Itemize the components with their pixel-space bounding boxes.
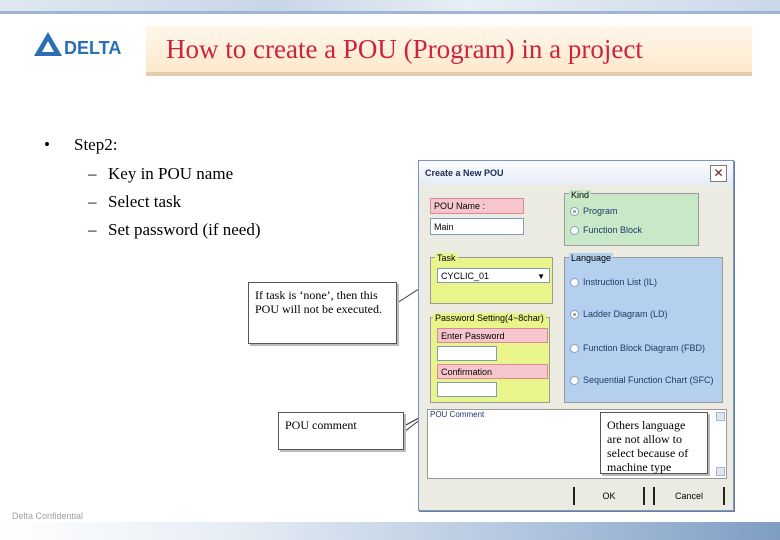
pou-comment-callout: POU comment [278, 412, 404, 450]
task-group: Task CYCLIC_01 ▼ [430, 253, 553, 304]
dialog-title: Create a New POU [425, 168, 504, 178]
language-fbd-label: Function Block Diagram (FBD) [583, 343, 706, 353]
sub-dash: – [88, 220, 97, 239]
pou-comment-label: POU Comment [430, 410, 485, 419]
sub-item-pou-name: Key in POU name [108, 164, 234, 183]
ok-button[interactable]: OK [573, 487, 645, 505]
language-group: Language Instruction List (IL) Ladder Di… [564, 253, 723, 403]
cancel-button[interactable]: Cancel [653, 487, 725, 505]
language-sfc-label: Sequential Function Chart (SFC) [583, 375, 714, 385]
scroll-down-icon[interactable] [716, 467, 725, 476]
language-ld-label: Ladder Diagram (LD) [583, 309, 668, 319]
language-restriction-note: Others language are not allow to select … [607, 418, 689, 474]
pou-name-label: POU Name : [430, 198, 524, 214]
task-select[interactable]: CYCLIC_01 ▼ [437, 268, 550, 283]
step-heading: Step2: [74, 135, 118, 154]
language-group-label: Language [569, 253, 614, 264]
pou-comment-note: POU comment [285, 418, 357, 432]
task-none-callout: If task is ‘none’, then this POU will no… [248, 282, 397, 344]
confirmation-input[interactable] [437, 382, 497, 397]
close-icon[interactable]: ✕ [710, 165, 727, 182]
task-none-note: If task is ‘none’, then this POU will no… [255, 288, 382, 316]
language-restriction-callout: Others language are not allow to select … [600, 412, 708, 474]
svg-text:DELTA: DELTA [64, 38, 121, 58]
kind-program-label: Program [583, 206, 618, 216]
kind-function-block-label: Function Block [583, 225, 643, 235]
language-il-radio[interactable] [570, 278, 579, 287]
task-group-label: Task [435, 253, 458, 264]
bottom-decor-band [0, 522, 780, 540]
language-il-label: Instruction List (IL) [583, 277, 658, 287]
confidential-footer: Delta Confidential [12, 511, 84, 521]
pou-name-input[interactable]: Main [430, 218, 524, 235]
task-select-value: CYCLIC_01 [441, 271, 490, 281]
sub-item-select-task: Select task [108, 192, 182, 211]
delta-logo: DELTA [30, 26, 140, 64]
kind-program-radio[interactable] [570, 207, 579, 216]
language-ld-radio[interactable] [570, 310, 579, 319]
sub-item-password: Set password (if need) [108, 220, 261, 239]
kind-group-label: Kind [569, 190, 592, 201]
enter-password-label: Enter Password [437, 328, 548, 343]
kind-group: Kind Program Function Block [564, 190, 699, 246]
password-group-label: Password Setting(4~8char) [433, 313, 546, 324]
top-decor-band [0, 0, 780, 14]
chevron-down-icon: ▼ [537, 272, 545, 281]
slide-title-box: How to create a POU (Program) in a proje… [146, 26, 752, 76]
dialog-titlebar: Create a New POU ✕ [419, 161, 733, 185]
sub-dash: – [88, 192, 97, 211]
enter-password-input[interactable] [437, 346, 497, 361]
password-group: Password Setting(4~8char) Enter Password… [430, 313, 550, 403]
kind-function-block-radio[interactable] [570, 226, 579, 235]
sub-dash: – [88, 164, 97, 183]
language-sfc-radio[interactable] [570, 376, 579, 385]
slide-title: How to create a POU (Program) in a proje… [166, 34, 643, 64]
bullet-dot: • [44, 135, 50, 154]
confirmation-label: Confirmation [437, 364, 548, 379]
language-fbd-radio[interactable] [570, 344, 579, 353]
scroll-up-icon[interactable] [716, 412, 725, 421]
